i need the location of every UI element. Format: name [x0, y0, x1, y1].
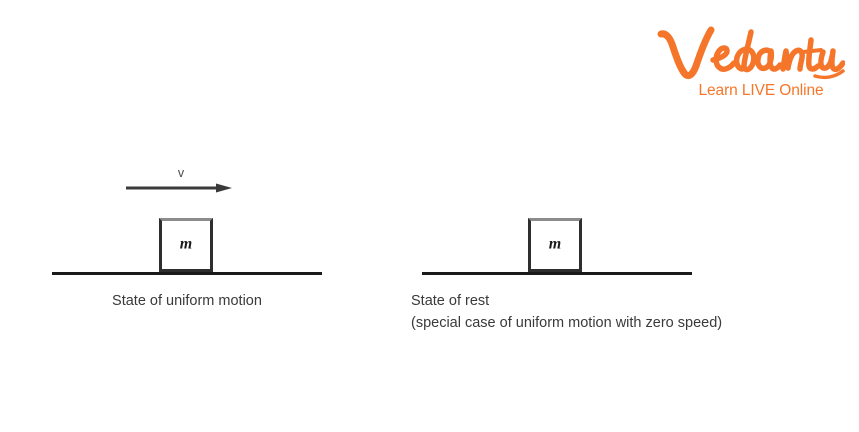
velocity-arrow-icon	[126, 181, 232, 193]
vedantu-wordmark	[655, 24, 846, 82]
velocity-label: v	[177, 166, 185, 180]
caption-uniform-motion: State of uniform motion	[112, 293, 262, 309]
mass-block-label: m	[179, 235, 193, 253]
caption-line-secondary: (special case of uniform motion with zer…	[411, 315, 723, 331]
ground-line	[422, 272, 692, 275]
vedantu-tagline: Learn LIVE Online	[698, 82, 824, 99]
mass-block: m	[528, 218, 582, 272]
caption-line-primary: State of rest	[411, 293, 490, 309]
mass-block-label: m	[548, 235, 562, 253]
caption-state-of-rest: State of rest (special case of uniform m…	[411, 290, 722, 334]
ground-line	[52, 272, 322, 275]
mass-block: m	[159, 218, 213, 272]
vedantu-logo: Learn LIVE Online	[655, 24, 846, 109]
